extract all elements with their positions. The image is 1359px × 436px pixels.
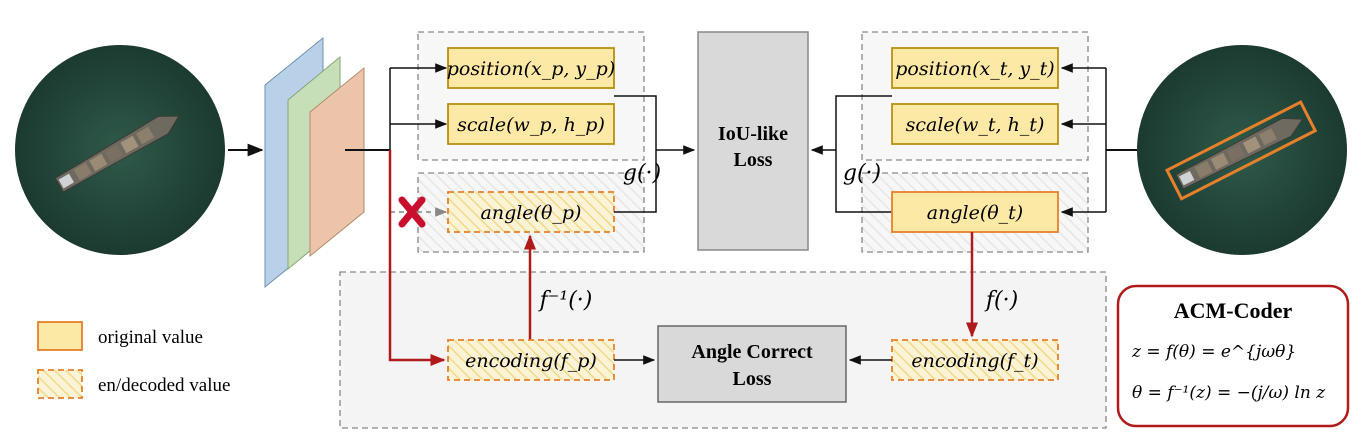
scale-pred-label: scale(w_p, h_p) xyxy=(457,114,605,136)
g-right-label: g(·) xyxy=(843,161,881,186)
position-pred-label: position(x_p, y_p) xyxy=(447,58,616,80)
f-forward-label: f(·) xyxy=(984,288,1018,313)
position-pred-box xyxy=(447,47,615,89)
acm-equation-1: z = f(θ) = e^{jωθ} xyxy=(1131,342,1296,362)
encoding-pred-box xyxy=(447,339,615,381)
blocked-cross-icon xyxy=(398,196,426,228)
scale-target-label: scale(w_t, h_t) xyxy=(906,114,1045,136)
legend-original-label: original value xyxy=(98,327,203,348)
legend-encoded-swatch xyxy=(37,369,83,399)
bounding-box-icon xyxy=(1165,100,1318,201)
iou-loss-box xyxy=(697,31,809,251)
encoding-pred-label: encoding(f_p) xyxy=(465,350,597,372)
acm-coder-box xyxy=(1116,284,1350,428)
ship-icon xyxy=(1165,100,1318,201)
acm-equation-2: θ = f⁻¹(z) = −(j/ω) ln z xyxy=(1132,383,1326,403)
angle-target-box xyxy=(891,191,1059,233)
position-target-label: position(x_t, y_t) xyxy=(895,58,1054,80)
acm-title: ACM-Coder xyxy=(1174,298,1293,323)
target-image xyxy=(1137,45,1347,255)
g-left-label: g(·) xyxy=(623,161,661,186)
input-image xyxy=(15,45,225,255)
encoding-target-box xyxy=(891,339,1059,381)
position-target-box xyxy=(891,47,1059,89)
angle-loss-line1: Angle Correct xyxy=(691,341,813,363)
legend-encoded-label: en/decoded value xyxy=(98,375,230,396)
scale-pred-box xyxy=(447,103,615,145)
backbone-network xyxy=(264,36,365,289)
legend-original-swatch xyxy=(37,321,83,351)
encoding-target-label: encoding(f_t) xyxy=(911,350,1038,372)
ship-icon xyxy=(54,115,180,193)
iou-loss-line2: Loss xyxy=(734,149,773,171)
iou-loss-line1: IoU-like xyxy=(718,123,788,145)
angle-correct-loss-box xyxy=(657,325,847,403)
scale-target-box xyxy=(891,103,1059,145)
angle-pred-label: angle(θ_p) xyxy=(481,202,582,224)
angle-target-label: angle(θ_t) xyxy=(927,202,1023,224)
angle-loss-line2: Loss xyxy=(733,368,772,390)
f-inverse-label: f⁻¹(·) xyxy=(538,288,593,313)
